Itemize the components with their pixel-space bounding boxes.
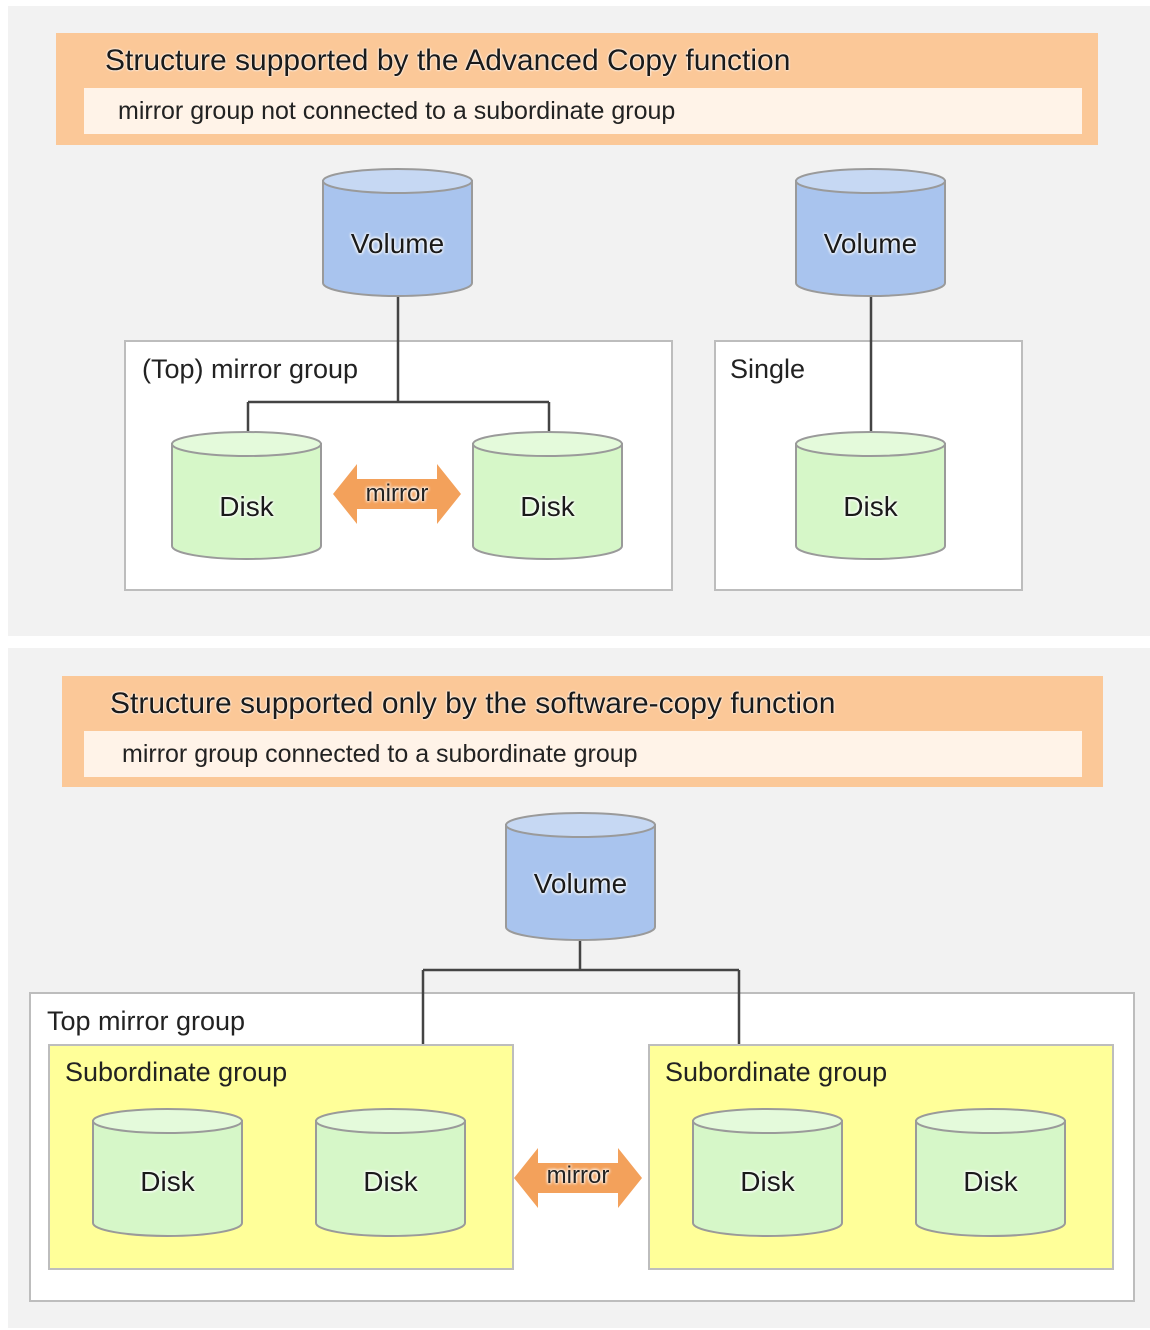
top-section-subtitle: mirror group not connected to a subordin… — [84, 88, 1082, 134]
top-section-title: Structure supported by the Advanced Copy… — [105, 44, 791, 77]
disk-label: Disk — [963, 1166, 1018, 1197]
disk-label: Disk — [520, 491, 575, 522]
bottom-volume: Volume — [505, 812, 656, 941]
disk-cylinder-icon — [171, 431, 322, 560]
single-group-label: Single — [730, 354, 806, 384]
bottom-mirror-arrow: mirror — [514, 1146, 642, 1210]
double-arrow-icon — [333, 464, 461, 524]
left-subordinate-group-label: Subordinate group — [65, 1057, 288, 1087]
top-left-volume: Volume — [322, 168, 473, 297]
disk-label: Disk — [219, 491, 274, 522]
disk-label: Disk — [140, 1166, 195, 1197]
left-sub-disk-2: Disk — [315, 1108, 466, 1237]
top-mirror-arrow: mirror — [333, 462, 461, 526]
right-sub-disk-2: Disk — [915, 1108, 1066, 1237]
double-arrow-icon — [514, 1148, 642, 1208]
bottom-top-mirror-group-label: Top mirror group — [47, 1006, 246, 1036]
single-volume: Volume — [795, 168, 946, 297]
volume-label: Volume — [533, 868, 628, 899]
left-sub-disk-1: Disk — [92, 1108, 243, 1237]
mirror-disk-right: Disk — [472, 431, 623, 560]
top-mirror-group-label: (Top) mirror group — [142, 354, 359, 384]
volume-label: Volume — [823, 228, 918, 259]
volume-cylinder-icon — [505, 812, 656, 941]
disk-label: Disk — [740, 1166, 795, 1197]
right-subordinate-group-label: Subordinate group — [665, 1057, 888, 1087]
single-disk: Disk — [795, 431, 946, 560]
disk-cylinder-icon — [92, 1108, 243, 1237]
volume-cylinder-icon — [322, 168, 473, 297]
disk-cylinder-icon — [472, 431, 623, 560]
mirror-disk-left: Disk — [171, 431, 322, 560]
disk-cylinder-icon — [795, 431, 946, 560]
bottom-section-subtitle: mirror group connected to a subordinate … — [84, 731, 1082, 777]
top-mirror-label: mirror — [365, 480, 429, 507]
disk-label: Disk — [843, 491, 898, 522]
disk-cylinder-icon — [315, 1108, 466, 1237]
bottom-section-title: Structure supported only by the software… — [110, 687, 836, 720]
disk-label: Disk — [363, 1166, 418, 1197]
disk-cylinder-icon — [915, 1108, 1066, 1237]
volume-cylinder-icon — [795, 168, 946, 297]
right-sub-disk-1: Disk — [692, 1108, 843, 1237]
volume-label: Volume — [350, 228, 445, 259]
bottom-mirror-label: mirror — [546, 1162, 610, 1189]
disk-cylinder-icon — [692, 1108, 843, 1237]
